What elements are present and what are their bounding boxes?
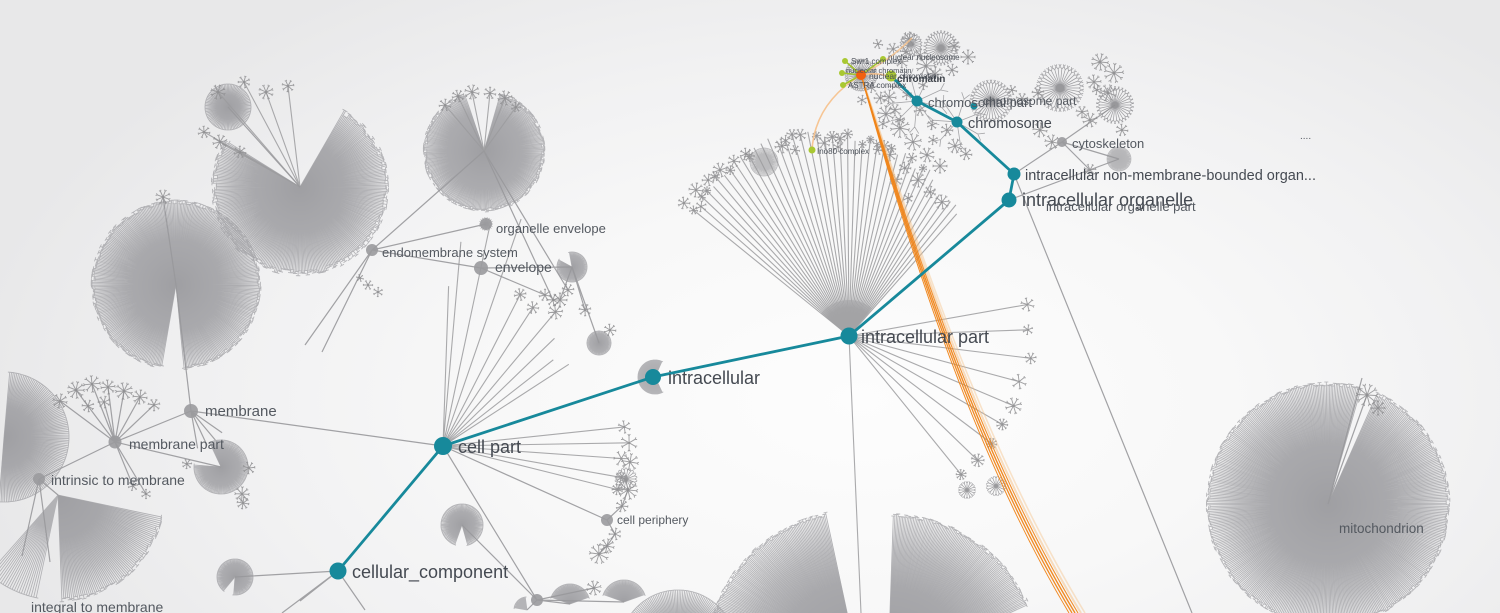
svg-text:....: ....: [1300, 131, 1311, 142]
svg-text:nucleolar chromatin: nucleolar chromatin: [846, 66, 911, 75]
svg-text:intracellular: intracellular: [668, 368, 760, 388]
svg-text:intracellular organelle: intracellular organelle: [1022, 190, 1193, 210]
svg-text:cytoskeleton: cytoskeleton: [1072, 136, 1144, 151]
svg-text:membrane part: membrane part: [129, 436, 224, 452]
svg-text:intracellular organelle part: intracellular organelle part: [1046, 199, 1196, 214]
svg-text:cell periphery: cell periphery: [617, 513, 688, 527]
svg-text:endomembrane system: endomembrane system: [382, 245, 518, 260]
svg-text:ASTRA complex: ASTRA complex: [848, 81, 906, 90]
svg-text:organelle envelope: organelle envelope: [496, 221, 606, 236]
svg-text:envelope: envelope: [495, 259, 552, 275]
svg-text:chromosomal part: chromosomal part: [928, 95, 1032, 110]
svg-text:chromosome part: chromosome part: [983, 94, 1077, 108]
svg-text:Ino80 complex: Ino80 complex: [817, 147, 869, 156]
svg-text:chromatin: chromatin: [897, 74, 945, 85]
svg-text:Swr1 complex: Swr1 complex: [851, 57, 901, 66]
svg-text:intracellular part: intracellular part: [861, 327, 989, 347]
svg-text:nuclear nucleosome: nuclear nucleosome: [888, 53, 960, 62]
svg-text:mitochondrion: mitochondrion: [1339, 521, 1424, 536]
svg-text:cell part: cell part: [458, 437, 521, 457]
svg-text:integral to membrane: integral to membrane: [31, 599, 164, 613]
svg-text:membrane: membrane: [205, 403, 277, 420]
svg-text:chromosome: chromosome: [968, 116, 1052, 132]
svg-text:cellular_component: cellular_component: [352, 562, 508, 583]
svg-text:intracellular non-membrane-bou: intracellular non-membrane-bounded organ…: [1025, 168, 1316, 184]
svg-text:nuclear chromatin: nuclear chromatin: [869, 71, 937, 81]
svg-text:intrinsic to membrane: intrinsic to membrane: [51, 472, 185, 488]
